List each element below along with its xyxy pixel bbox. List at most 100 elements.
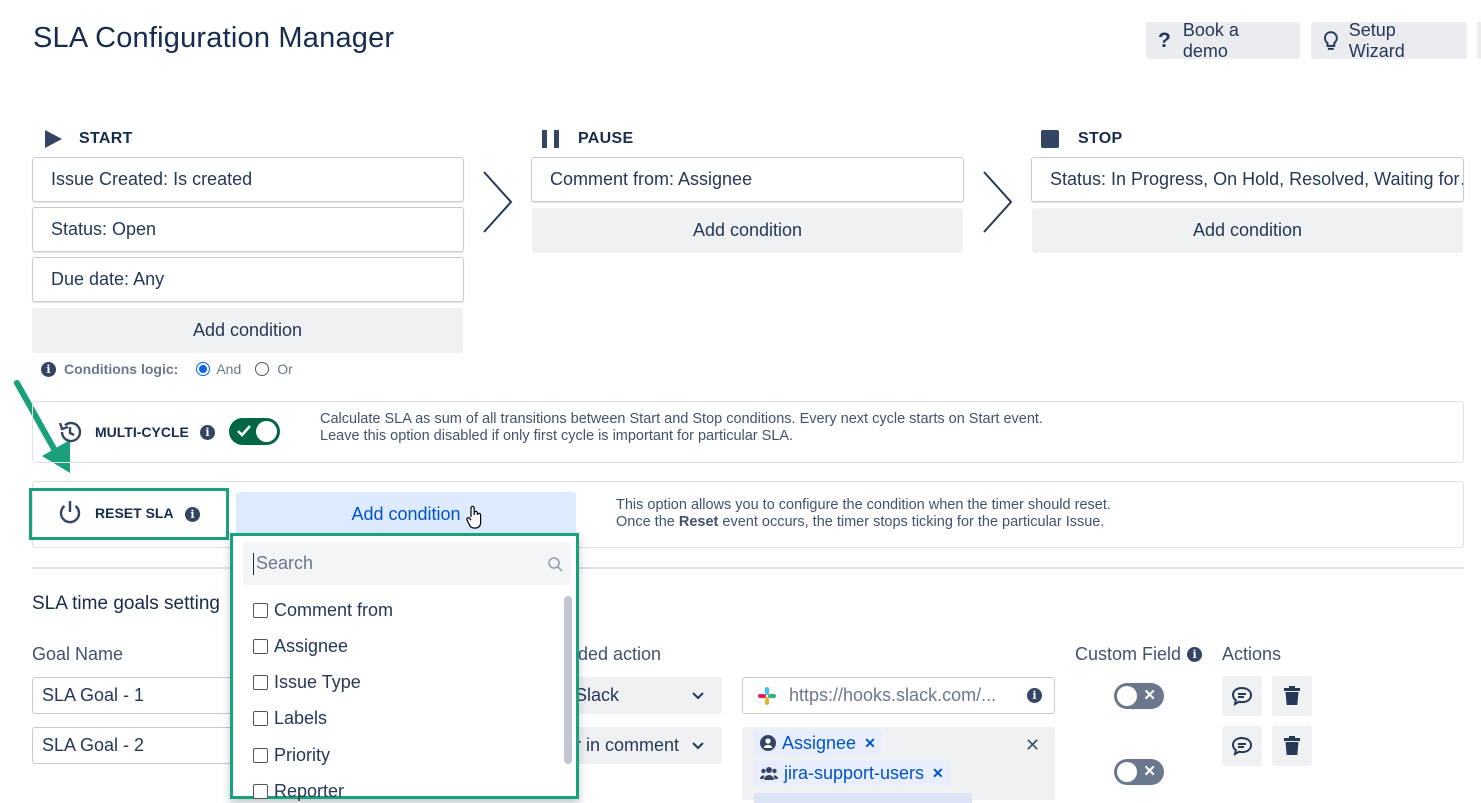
comment-icon — [1231, 736, 1253, 756]
reset-description: This option allows you to configure the … — [616, 497, 1111, 531]
dropdown-item-label: Assignee — [274, 635, 349, 656]
pause-heading: PAUSE — [541, 128, 633, 150]
dropdown-item-labels[interactable]: Labels — [253, 706, 327, 730]
action-select-1-value: Slack — [575, 685, 620, 705]
stop-icon — [1041, 130, 1059, 148]
goal-name-input-1[interactable]: SLA Goal - 1 — [32, 677, 242, 714]
dropdown-item-label: Issue Type — [274, 671, 361, 692]
dropdown-search-input[interactable]: Search — [243, 542, 571, 585]
clear-all-icon[interactable]: ✕ — [1025, 735, 1041, 755]
info-icon: i — [185, 507, 200, 522]
tag-group: jira-support-users ✕ — [754, 760, 950, 786]
checkbox[interactable] — [253, 747, 268, 763]
setup-wizard-button[interactable]: Setup Wizard — [1311, 19, 1467, 61]
reset-desc-1: This option allows you to configure the … — [616, 497, 1111, 513]
tag-assignee-label: Assignee — [782, 732, 857, 753]
stop-condition-1[interactable]: Status: In Progress, On Hold, Resolved, … — [1031, 157, 1464, 202]
users-group-icon — [760, 767, 778, 780]
start-heading-label: START — [79, 130, 133, 147]
recipients-multiselect[interactable]: Assignee ✕ jira-support-users ✕ ✕ — [742, 727, 1055, 803]
multicycle-description: Calculate SLA as sum of all transitions … — [320, 411, 1043, 445]
multicycle-desc-2: Leave this option disabled if only first… — [320, 428, 794, 444]
reset-add-condition-button[interactable]: Add condition — [236, 492, 576, 536]
actions-header: Actions — [1222, 644, 1282, 664]
stop-add-condition-button[interactable]: Add condition — [1032, 208, 1463, 253]
remove-tag-icon[interactable]: ✕ — [932, 764, 944, 781]
goal-name-input-2[interactable]: SLA Goal - 2 — [32, 727, 242, 764]
remove-tag-icon[interactable]: ✕ — [864, 734, 876, 751]
dropdown-item-issue-type[interactable]: Issue Type — [253, 670, 361, 694]
reset-panel — [32, 481, 1464, 548]
overflow-button-edge[interactable] — [1477, 22, 1481, 59]
pause-add-condition-button[interactable]: Add condition — [532, 208, 963, 253]
dropdown-item-label: Comment from — [274, 599, 394, 620]
multicycle-label: MULTI-CYCLE — [95, 424, 189, 440]
dropdown-item-priority[interactable]: Priority — [253, 743, 330, 767]
delete-button-1[interactable] — [1272, 676, 1312, 716]
custom-field-header: Custom Field i — [1075, 644, 1203, 665]
start-add-condition-button[interactable]: Add condition — [32, 308, 463, 353]
chevron-right-icon — [983, 171, 1013, 233]
reset-desc-2-pre: Once the — [616, 514, 679, 530]
chevron-down-icon — [692, 691, 704, 699]
action-select-1[interactable]: Slack — [565, 677, 722, 714]
dropdown-search-placeholder: Search — [256, 553, 314, 573]
conditions-logic: i Conditions logic: And Or — [41, 360, 293, 378]
logic-and-radio[interactable]: And — [196, 361, 241, 377]
checkbox[interactable] — [253, 674, 268, 690]
dropdown-item-assignee[interactable]: Assignee — [253, 634, 348, 658]
checkbox[interactable] — [253, 638, 268, 654]
dropdown-item-label: Reporter — [274, 780, 345, 801]
tag-assignee: Assignee ✕ — [754, 730, 882, 756]
start-condition-2[interactable]: Status: Open — [32, 207, 464, 252]
stop-heading: STOP — [1041, 128, 1122, 150]
slack-webhook-input[interactable]: https://hooks.slack.com/... i — [742, 677, 1055, 714]
search-icon — [548, 556, 563, 572]
user-icon — [760, 735, 776, 751]
checkbox[interactable] — [253, 602, 268, 618]
play-icon — [45, 130, 62, 148]
info-icon: i — [1027, 688, 1042, 703]
history-icon — [58, 421, 82, 443]
logic-or-label: Or — [277, 361, 293, 377]
comment-icon — [1231, 686, 1253, 706]
dropdown-item-label: Labels — [274, 707, 328, 728]
pause-condition-1[interactable]: Comment from: Assignee — [531, 157, 964, 202]
comment-button-2[interactable] — [1222, 726, 1262, 766]
reset-desc-2-post: event occurs, the timer stops ticking fo… — [718, 514, 1105, 530]
slack-webhook-value: https://hooks.slack.com/... — [789, 685, 997, 705]
question-icon: ? — [1158, 28, 1171, 52]
delete-button-2[interactable] — [1272, 726, 1312, 766]
start-condition-3[interactable]: Due date: Any — [32, 257, 464, 302]
hand-cursor-icon — [466, 505, 482, 529]
checkbox[interactable] — [253, 783, 268, 799]
action-select-2[interactable]: r in comment — [565, 727, 722, 764]
info-icon: i — [200, 425, 215, 440]
section-divider — [32, 567, 1464, 569]
conditions-logic-label: Conditions logic: — [64, 361, 179, 377]
setup-wizard-label: Setup Wizard — [1348, 19, 1405, 61]
dropdown-scrollbar[interactable] — [564, 596, 572, 764]
reset-highlight-box — [29, 488, 229, 540]
action-select-2-value: r in comment — [575, 735, 680, 755]
comment-button-1[interactable] — [1222, 676, 1262, 716]
tag-group-label: jira-support-users — [784, 762, 925, 783]
dropdown-item-comment-from[interactable]: Comment from — [253, 598, 393, 622]
logic-or-radio[interactable]: Or — [255, 361, 293, 377]
arrow-annotation-icon — [14, 380, 70, 473]
goals-section-title: SLA time goals setting — [32, 593, 220, 614]
dropdown-item-reporter[interactable]: Reporter — [253, 779, 344, 803]
chevron-right-icon — [483, 171, 513, 233]
goal-name-header: Goal Name — [32, 644, 124, 664]
book-demo-label: Book a demo — [1182, 19, 1239, 61]
custom-field-toggle-1[interactable]: ✕ — [1114, 683, 1164, 709]
custom-field-toggle-2[interactable]: ✕ — [1114, 759, 1164, 785]
reset-desc-2-bold: Reset — [678, 514, 719, 530]
tag-partial — [754, 793, 972, 803]
multicycle-toggle[interactable] — [229, 418, 280, 445]
reset-desc-2: Once the Reset event occurs, the timer s… — [616, 514, 1111, 531]
book-demo-button[interactable]: ? Book a demo — [1146, 19, 1300, 61]
multicycle-desc-1: Calculate SLA as sum of all transitions … — [320, 411, 1043, 427]
start-condition-1[interactable]: Issue Created: Is created — [32, 157, 464, 202]
checkbox[interactable] — [253, 710, 268, 726]
